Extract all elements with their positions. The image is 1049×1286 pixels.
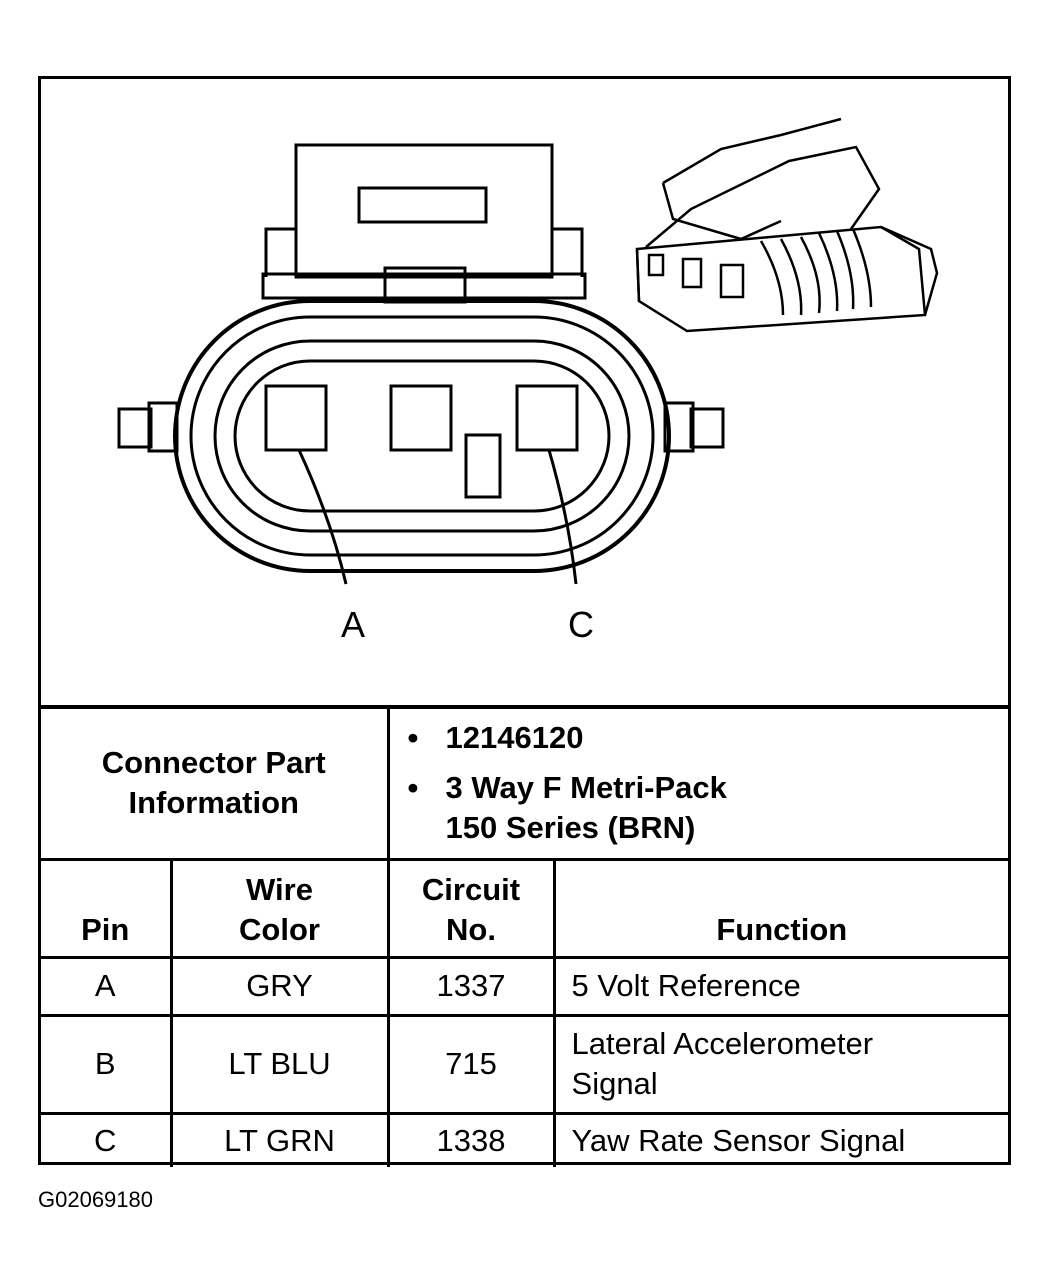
cell-circuit: 1338 (386, 1111, 556, 1167)
cell-wire-color: LT GRN (169, 1111, 390, 1167)
connector-body (173, 299, 671, 573)
leader-line-c (547, 449, 578, 585)
connector-info-label: Connector Part Information (41, 705, 390, 861)
leader-line-a (297, 449, 348, 585)
cell-function: 5 Volt Reference (552, 955, 1009, 1017)
connector-info-row: Connector Part Information •12146120 •3 … (41, 705, 1009, 861)
figure-id: G02069180 (38, 1187, 153, 1212)
cavity-a (264, 384, 328, 452)
header-pin: Pin (41, 857, 173, 959)
cavity-c (515, 384, 579, 452)
connector-side-tabs (117, 401, 725, 453)
connector-diagram (117, 117, 939, 585)
cell-wire-color: GRY (169, 955, 390, 1017)
table-row: A GRY 1337 5 Volt Reference (41, 955, 1009, 1017)
cell-pin: B (41, 1013, 173, 1115)
diagram-frame: A C Connector Part Information •12146120… (38, 76, 1011, 1167)
pin-label-a: A (341, 604, 366, 645)
cell-circuit: 715 (386, 1013, 556, 1115)
cell-pin: A (41, 955, 173, 1017)
cell-function: Yaw Rate Sensor Signal (552, 1111, 1009, 1167)
connector-info-values: •12146120 •3 Way F Metri-Pack 150 Series… (386, 705, 1009, 861)
cell-circuit: 1337 (386, 955, 556, 1017)
table-row: C LT GRN 1338 Yaw Rate Sensor Signal (41, 1111, 1009, 1167)
connector-latch (261, 143, 587, 304)
connector-part-number: •12146120 (407, 720, 584, 756)
header-function: Function (552, 857, 1009, 959)
connector-type: •3 Way F Metri-Pack 150 Series (BRN) (407, 770, 727, 846)
connector-info-label-line1: Connector Part (101, 745, 326, 781)
cell-wire-color: LT BLU (169, 1013, 390, 1115)
connector-info-label-line2: Information (128, 785, 300, 821)
keyway (464, 433, 502, 499)
cell-pin: C (41, 1111, 173, 1167)
pin-label-c: C (568, 604, 594, 645)
connector-table: Connector Part Information •12146120 •3 … (41, 705, 1009, 1167)
pin-cavities (264, 384, 579, 499)
cavity-b (389, 384, 453, 452)
connector-perspective-view (635, 117, 939, 333)
